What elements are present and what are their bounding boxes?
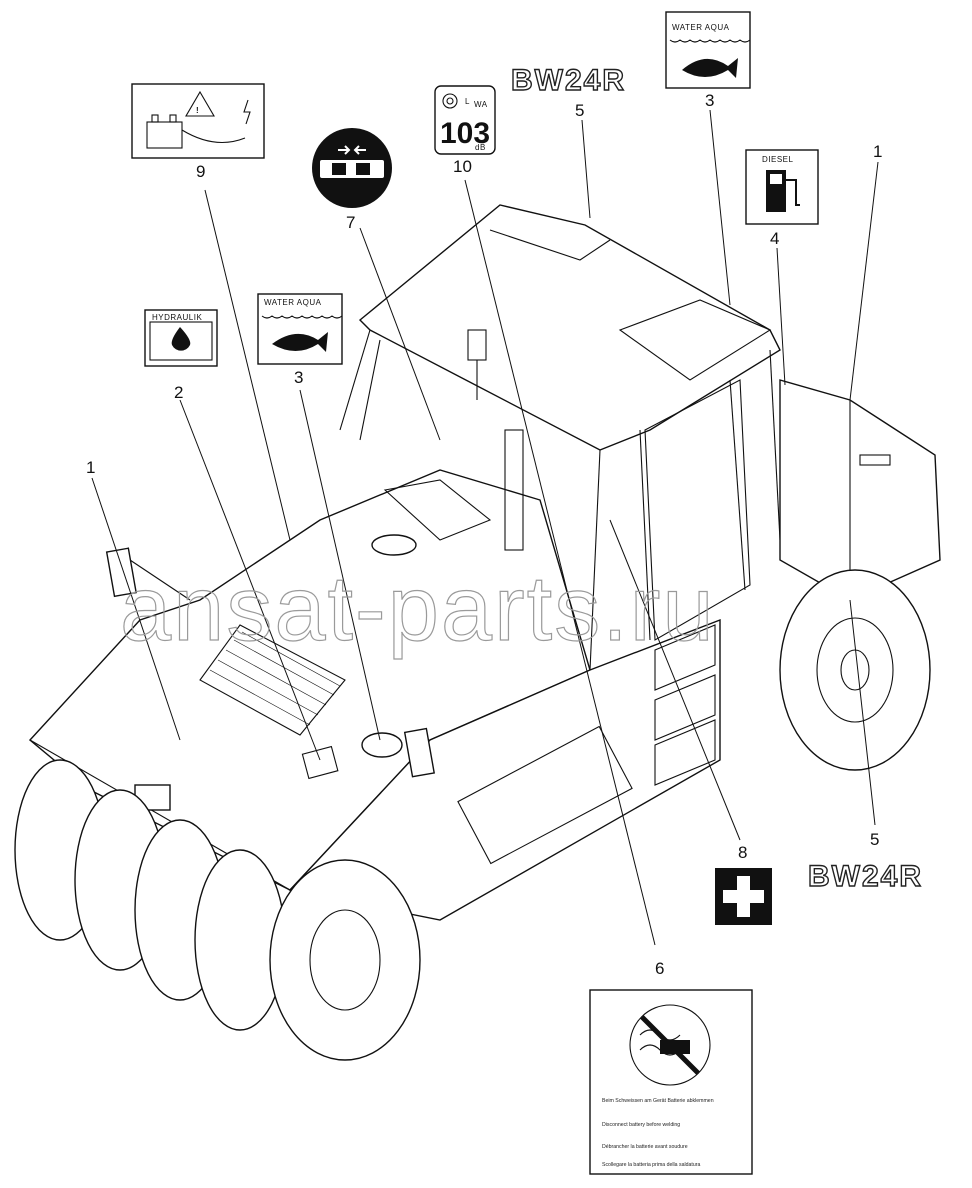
fuel-pump-icon — [766, 170, 800, 212]
warning-line-4: Scollegare la batteria prima della salda… — [602, 1162, 700, 1168]
warning-line-2: Disconnect battery before welding — [602, 1122, 680, 1128]
battery-warning-icon: ! — [146, 90, 251, 149]
callout-5-top: 5 — [575, 101, 584, 120]
noise-value: 103 — [440, 117, 490, 150]
warning-line-1: Beim Schweissen am Gerät Batterie abklem… — [602, 1098, 714, 1104]
seatbelt-icon — [320, 145, 384, 178]
decal-seatbelt — [312, 128, 392, 208]
callout-3-top: 3 — [705, 91, 714, 110]
rear-wheel — [779, 569, 931, 771]
callout-2: 2 — [174, 383, 183, 402]
decal-no-spray-warning: Beim Schweissen am Gerät Batterie abklem… — [589, 989, 753, 1175]
decal-noise-level: L WA 103 dB — [434, 85, 496, 155]
watermark: ansat-parts.ru — [120, 558, 716, 660]
diesel-label: DIESEL — [762, 155, 794, 164]
model-name-top: BW24R — [511, 64, 626, 97]
callout-4: 4 — [770, 229, 779, 248]
callout-9: 9 — [196, 162, 205, 181]
water-left-label: WATER AQUA — [264, 298, 322, 307]
callout-1-left: 1 — [86, 458, 95, 477]
water-top-label: WATER AQUA — [672, 23, 730, 32]
front-wheels — [14, 759, 421, 1061]
fish-icon — [272, 332, 328, 352]
decal-battery-warning: ! — [131, 83, 265, 159]
svg-text:!: ! — [196, 106, 199, 115]
callout-1-right: 1 — [873, 142, 882, 161]
roller-body — [14, 204, 941, 1061]
callout-7: 7 — [346, 213, 355, 232]
noise-level-icon — [442, 93, 458, 109]
leader-lines — [91, 109, 879, 946]
decal-water-top: WATER AQUA — [665, 11, 751, 89]
hydraulik-label: HYDRAULIK — [152, 313, 202, 322]
first-aid-icon — [715, 868, 772, 925]
callout-3-left: 3 — [294, 368, 303, 387]
model-name-right: BW24R — [808, 860, 923, 893]
noise-unit: dB — [475, 143, 486, 152]
warning-line-3: Débrancher la batterie avant soudure — [602, 1144, 688, 1150]
callout-6: 6 — [655, 959, 664, 978]
decal-diesel: DIESEL — [745, 149, 819, 225]
callout-10: 10 — [453, 157, 472, 176]
callout-8: 8 — [738, 843, 747, 862]
noise-label: L — [465, 97, 470, 106]
noise-sub: WA — [474, 100, 488, 109]
callout-5-right: 5 — [870, 830, 879, 849]
oil-drop-icon — [171, 327, 191, 351]
decal-water-left: WATER AQUA — [257, 293, 343, 365]
no-spray-icon — [629, 1004, 711, 1086]
fish-icon — [682, 58, 738, 78]
decal-hydraulik: HYDRAULIK — [144, 309, 218, 367]
